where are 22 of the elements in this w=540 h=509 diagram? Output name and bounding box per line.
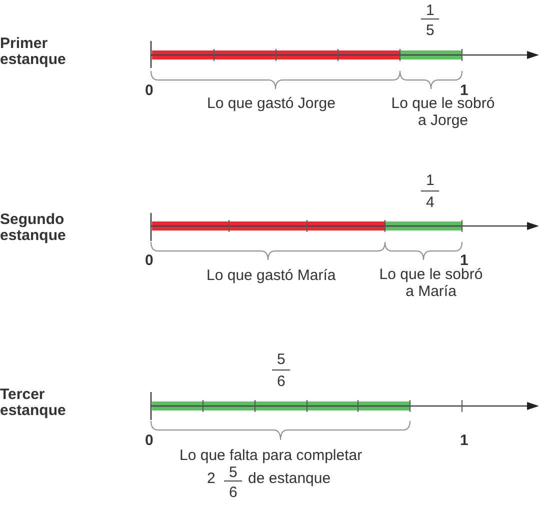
- fraction-numerator: 5: [229, 464, 238, 480]
- fraction-denominator: 4: [426, 194, 434, 210]
- brace-label: Lo que falta para completar: [180, 446, 362, 464]
- tick-label: 0: [145, 432, 154, 448]
- tick-label: 1: [460, 432, 468, 448]
- tick-label: 0: [145, 82, 154, 98]
- brace-label: de estanque: [248, 470, 331, 486]
- row-heading: Segundo estanque: [0, 212, 67, 244]
- fraction-numerator: 1: [426, 172, 434, 188]
- row-heading: Primer estanque: [0, 36, 67, 68]
- fraction-denominator: 5: [426, 22, 434, 38]
- tick-label: 1: [460, 252, 468, 268]
- brace-label: Lo que gastó María: [206, 266, 336, 284]
- fraction-denominator: 6: [229, 484, 238, 500]
- brace-label: Lo que gastó Jorge: [207, 94, 336, 112]
- whole-number: 2: [207, 470, 216, 486]
- fraction-numerator: 5: [277, 350, 286, 368]
- fraction-numerator: 1: [426, 2, 434, 18]
- row-heading: Tercer estanque: [0, 387, 67, 419]
- fraction-denominator: 6: [277, 372, 286, 390]
- brace-label: Lo que le sobró a María: [378, 266, 484, 300]
- tick-label: 0: [145, 252, 154, 268]
